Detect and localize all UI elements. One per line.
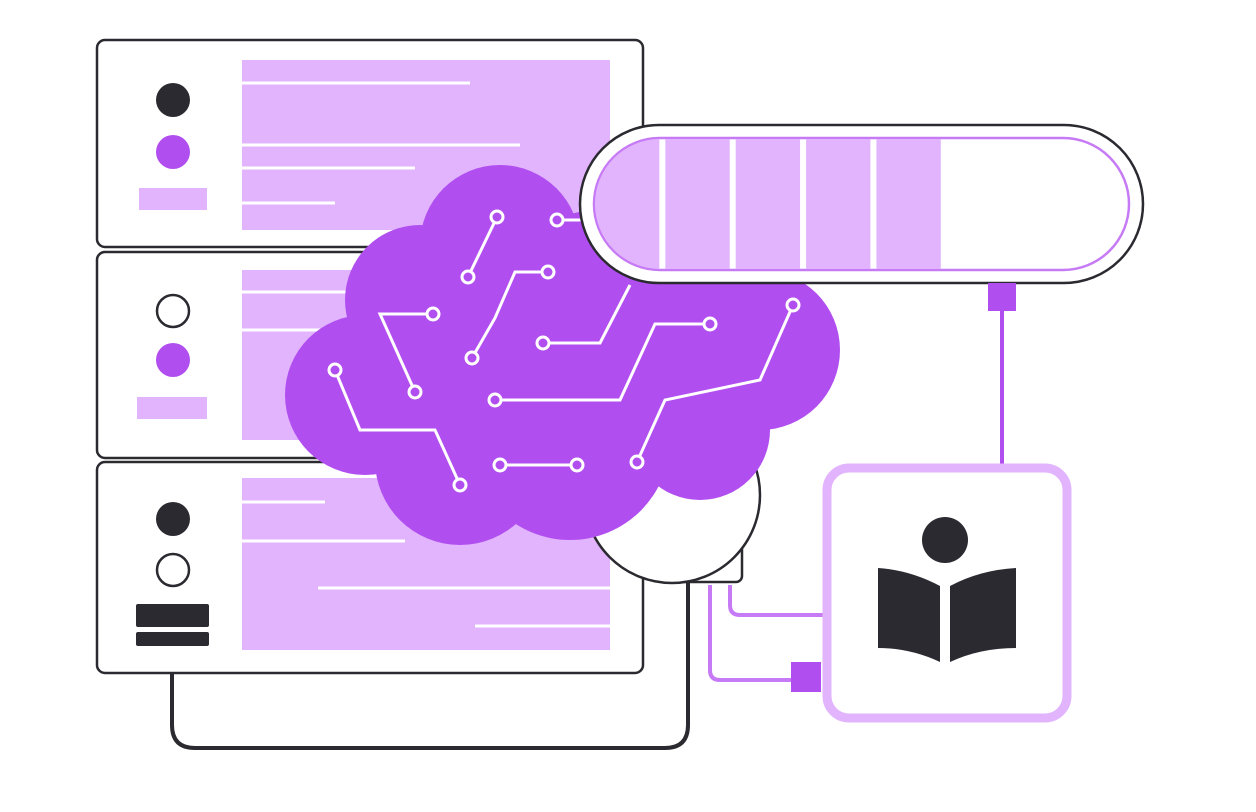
knowledge-book-box <box>791 463 1072 723</box>
connector-icon <box>791 662 821 692</box>
circuit-nodes <box>327 209 801 493</box>
status-light-icon <box>155 293 191 329</box>
status-light-icon <box>156 135 190 169</box>
connector-icon <box>988 283 1016 311</box>
open-book-icon <box>878 568 1016 662</box>
circuit-traces <box>333 216 795 486</box>
status-light-icon <box>155 552 191 588</box>
progress-segment <box>665 139 730 269</box>
progress-bar <box>578 123 1145 311</box>
purple-cable-upper <box>728 585 828 617</box>
black-cable <box>170 580 690 750</box>
progress-segment <box>735 139 801 269</box>
status-light-icon <box>156 83 190 117</box>
status-light-icon <box>156 502 190 536</box>
port-icon <box>136 632 209 646</box>
progress-segment <box>876 139 941 269</box>
purple-cable-lower <box>708 585 800 682</box>
brain-circuit-cloud <box>285 165 840 545</box>
progress-segment <box>806 139 871 269</box>
reader-head-icon <box>922 517 968 563</box>
port-icon <box>136 604 209 627</box>
status-light-icon <box>156 343 190 377</box>
